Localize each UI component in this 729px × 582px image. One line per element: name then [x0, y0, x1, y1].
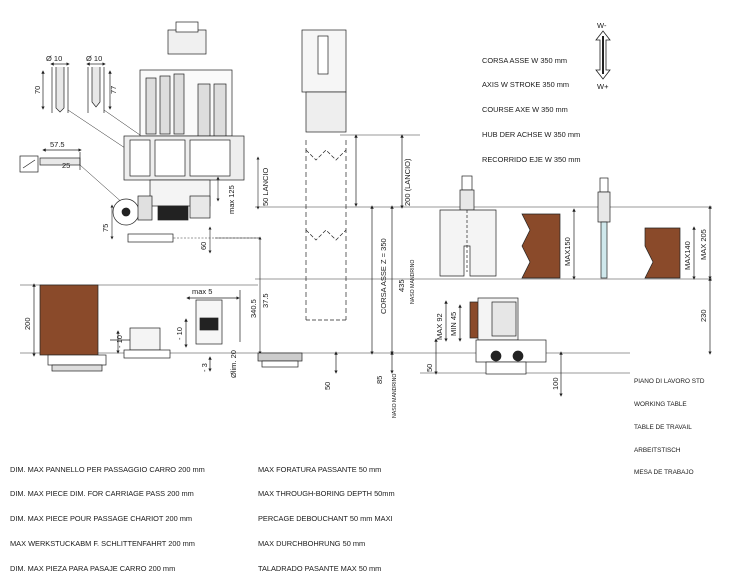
naso-mandrino-mid: NASO MANDRINO — [410, 260, 416, 304]
table-note-line: PIANO DI LAVORO STD — [634, 378, 705, 386]
dim-max-5: max 5 — [192, 287, 212, 296]
panel-section-140 — [644, 205, 712, 355]
saw-blade-detail — [19, 148, 126, 206]
dim-200-panel: 200 — [23, 317, 32, 330]
vertical-spindle-center — [301, 29, 404, 374]
dim-diameter-10-left: Ø 10 — [46, 54, 62, 63]
corsa-asse-z: CORSA ASSE Z = 350 — [379, 238, 388, 314]
dim-minus-10-a: - 10 — [115, 335, 124, 348]
stroke-note-line: COURSE AXE W 350 mm — [482, 105, 568, 115]
dim-57-5: 57.5 — [50, 140, 65, 149]
table-note-line: TABLE DE TRAVAIL — [634, 423, 692, 431]
panel-section-150 — [521, 208, 576, 280]
drill-chuck-large — [439, 175, 497, 277]
dim-50-lancio: 50 LANCIO — [261, 167, 270, 206]
panel-note-line: DIM. MAX PIECE POUR PASSAGE CHARIOT 200 … — [10, 514, 193, 524]
dim-77: 77 — [109, 86, 118, 94]
dim-230: 230 — [699, 309, 708, 322]
dim-100: 100 — [551, 377, 560, 390]
dim-340-5: 340.5 — [249, 299, 258, 318]
drill-chuck-small — [597, 177, 611, 279]
naso-mandrino-bottom: NASO MANDRINO — [392, 374, 398, 418]
table-note-line: ARBEITSTISCH — [634, 446, 681, 454]
dim-minus-3: - 3 — [200, 363, 209, 372]
table-note-line: MESA DE TRABAJO — [634, 469, 694, 477]
dim-minus-10-b: - 10 — [175, 327, 184, 340]
drill-bit-details — [41, 62, 141, 151]
w-axis-arrow-icon — [595, 30, 611, 80]
table-note-line: WORKING TABLE — [634, 400, 687, 408]
boring-note-line: PERCAGE DEBOUCHANT 50 mm MAXI — [258, 514, 393, 524]
dim-435: 435 — [397, 279, 406, 292]
dim-85: 85 — [375, 376, 384, 384]
dim-max-125: max 125 — [227, 185, 236, 214]
dim-max-205: MAX 205 — [699, 229, 708, 260]
boring-note-line: TALADRADO PASANTE MAX 50 mm — [258, 564, 382, 574]
w-plus-label: W+ — [597, 82, 609, 91]
dim-60: 60 — [199, 242, 208, 250]
dim-diameter-10-right: Ø 10 — [86, 54, 102, 63]
stroke-note-line: AXIS W STROKE 350 mm — [482, 80, 570, 90]
dim-50-mid: 50 — [425, 364, 434, 372]
panel-size-notes: DIM. MAX PANNELLO PER PASSAGGIO CARRO 20… — [10, 449, 205, 582]
clamp-unit — [434, 297, 563, 397]
working-table-notes: PIANO DI LAVORO STD WORKING TABLE TABLE … — [634, 363, 705, 485]
boring-depth-notes: MAX FORATURA PASSANTE 50 mm MAX THROUGH-… — [258, 449, 395, 582]
head-dimensions — [110, 156, 262, 355]
dim-70: 70 — [33, 86, 42, 94]
dim-75: 75 — [101, 224, 110, 232]
stroke-note-line: RECORRIDO EJE W 350 mm — [482, 155, 581, 165]
stroke-note-line: CORSA ASSE W 350 mm — [482, 55, 568, 65]
panel-left — [32, 283, 107, 372]
dim-min-45: MIN 45 — [449, 312, 458, 336]
w-minus-label: W- — [597, 21, 607, 30]
boring-note-line: MAX THROUGH-BORING DEPTH 50mm — [258, 489, 395, 499]
drilling-head — [112, 21, 245, 243]
dim-37-5: 37.5 — [261, 293, 270, 308]
dim-25: 25 — [62, 161, 70, 170]
panel-note-line: DIM. MAX PIEZA PARA PASAJE CARRO 200 mm — [10, 564, 176, 574]
dimension-labels: Ø 10 Ø 10 70 77 57.5 25 75 max 125 50 LA… — [23, 21, 708, 418]
technical-drawing: Ø 10 Ø 10 70 77 57.5 25 75 max 125 50 LA… — [19, 21, 712, 418]
dim-50-bottom: 50 — [323, 382, 332, 390]
dim-max-92: MAX 92 — [435, 313, 444, 340]
dim-max-140: MAX140 — [683, 241, 692, 270]
panel-note-line: DIM. MAX PANNELLO PER PASSAGGIO CARRO 20… — [10, 464, 205, 474]
panel-note-line: MAX WERKSTUCKABM F. SCHLITTENFAHRT 200 m… — [10, 539, 195, 549]
stroke-note-line: HUB DER ACHSE W 350 mm — [482, 130, 581, 140]
horizontal-spindle-unit — [110, 290, 303, 372]
boring-note-line: MAX DURCHBOHRUNG 50 mm — [258, 539, 366, 549]
dim-max-150: MAX150 — [563, 237, 572, 266]
panel-note-line: DIM. MAX PIECE DIM. FOR CARRIAGE PASS 20… — [10, 489, 194, 499]
stroke-notes: CORSA ASSE W 350 mm AXIS W STROKE 350 mm… — [482, 40, 581, 173]
dim-lim-20: Ølim. 20 — [229, 350, 238, 378]
dim-200-lancio: 200 (LANCIO) — [403, 158, 412, 206]
boring-note-line: MAX FORATURA PASSANTE 50 mm — [258, 464, 382, 474]
